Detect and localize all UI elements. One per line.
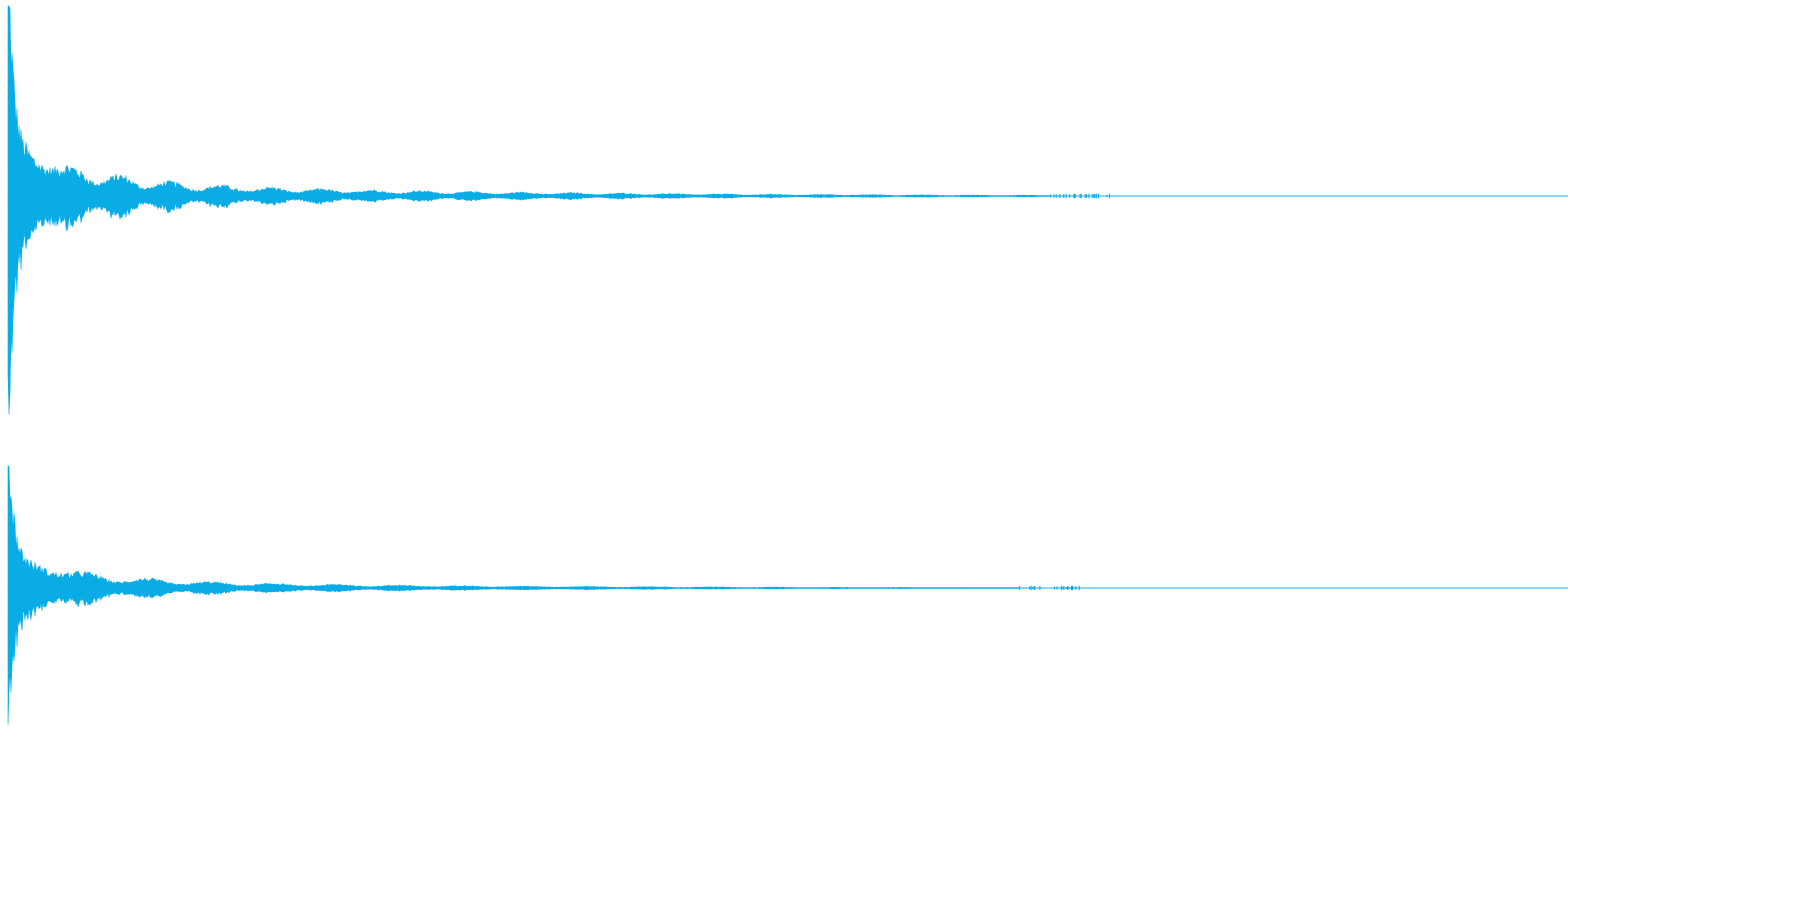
- channel-2-waveform: [7, 465, 1568, 726]
- waveform-canvas: [7, 5, 1568, 726]
- channel-1-envelope: [7, 5, 1051, 415]
- channel-2-envelope: [7, 465, 1020, 726]
- waveform-display: [7, 5, 1568, 726]
- channel-1-waveform: [7, 5, 1568, 415]
